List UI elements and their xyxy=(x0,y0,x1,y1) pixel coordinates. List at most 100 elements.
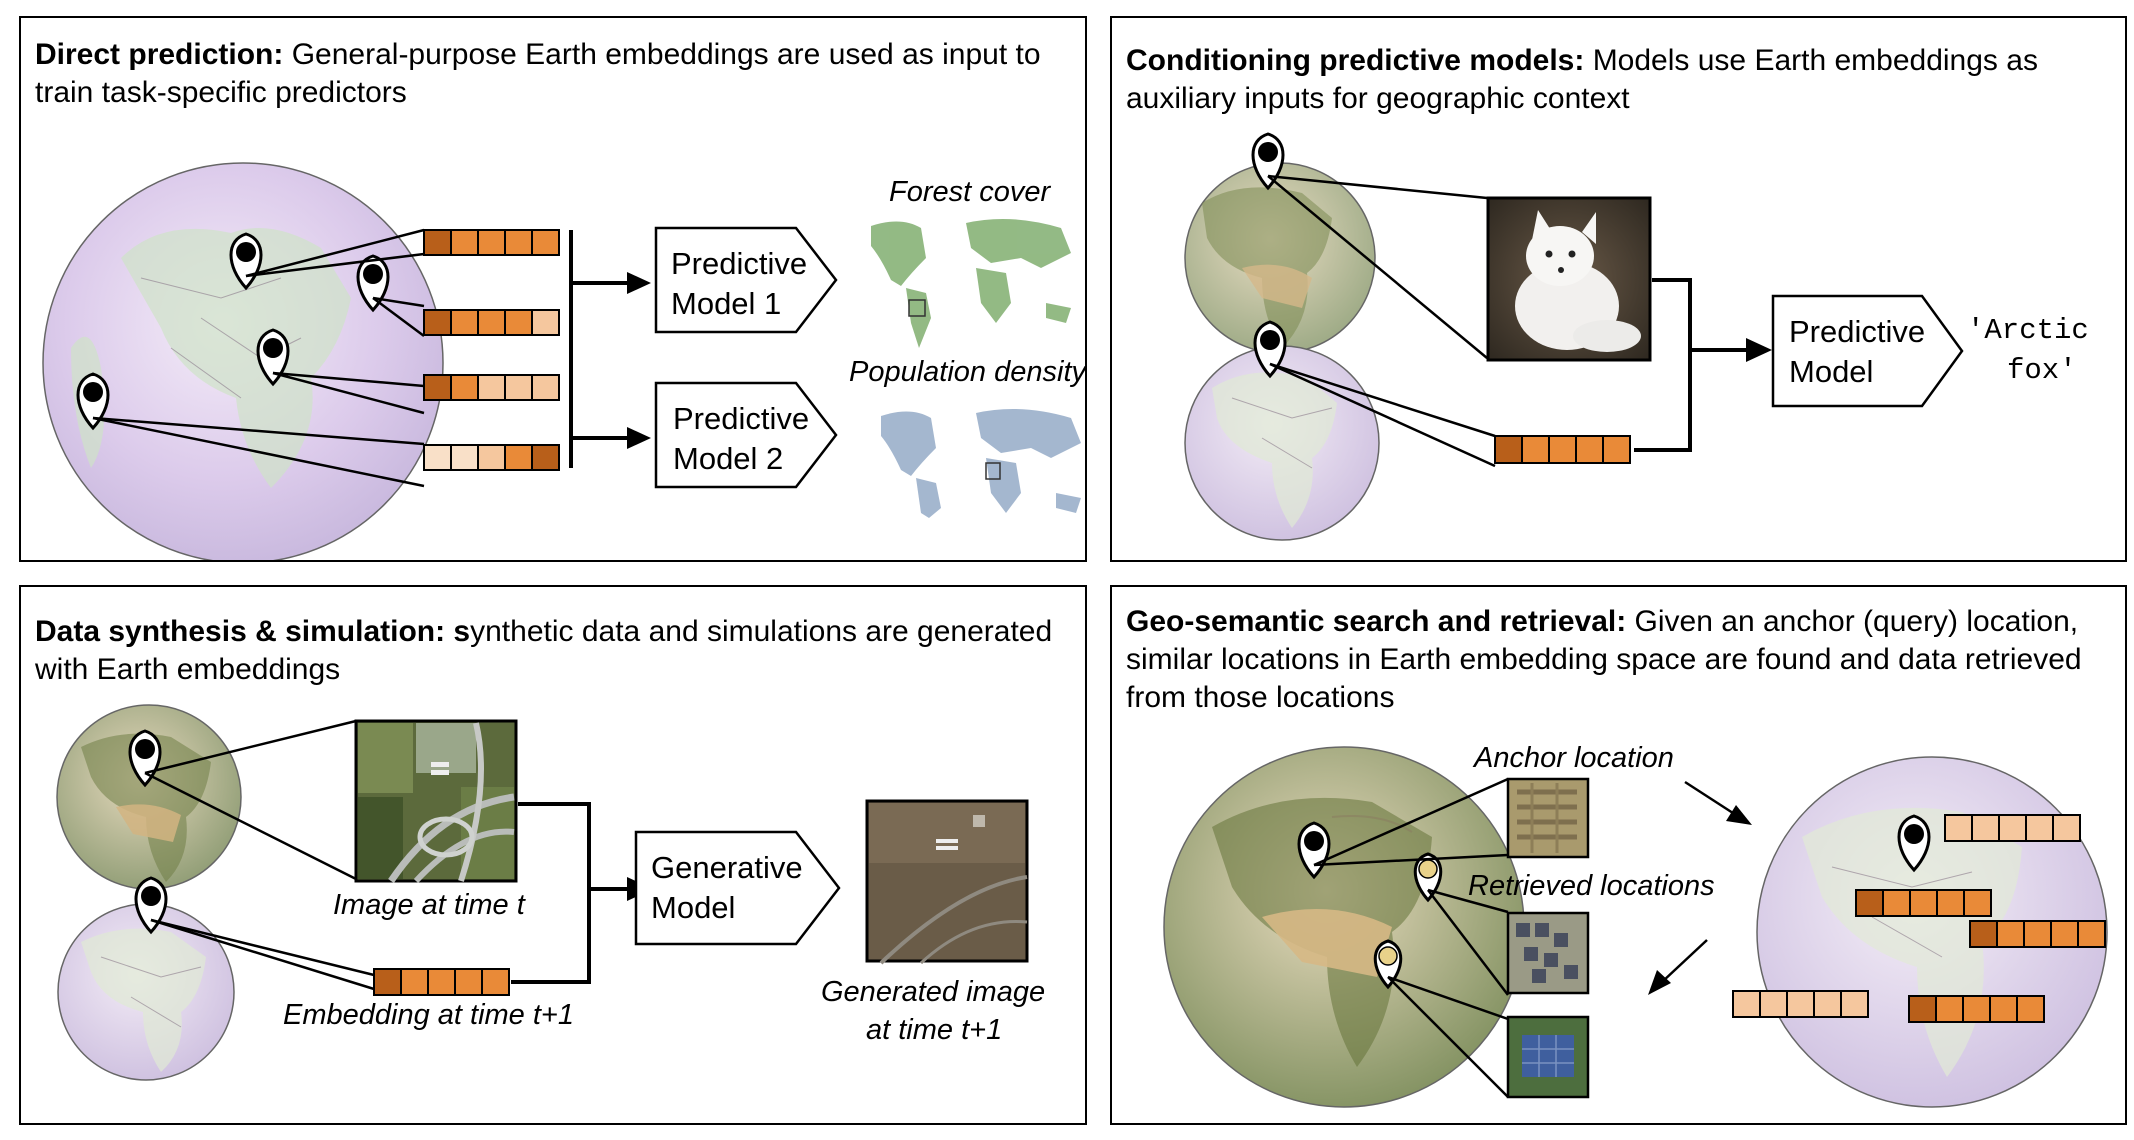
panel-direct-art: Predictive Model 1 Predictive Model 2 Fo… xyxy=(42,162,1087,560)
panel-search-description: Given an anchor (query) location, simila… xyxy=(1126,605,2082,714)
embedding-cell xyxy=(1944,814,1973,842)
panel-synthesis-description: ynthetic data and simulations are genera… xyxy=(35,615,1053,686)
location-pin-icon xyxy=(356,254,390,313)
embedding-cell xyxy=(1855,889,1884,917)
embedding-cell xyxy=(504,444,533,471)
globe-icon xyxy=(1184,345,1380,541)
svg-text:Model 2: Model 2 xyxy=(673,441,783,476)
embedding-cell xyxy=(2023,920,2052,948)
population-density-label: Population density xyxy=(849,356,1087,388)
embedding-vector xyxy=(1732,990,1869,1018)
embedding-cell xyxy=(504,229,533,256)
embedding-cell xyxy=(1962,995,1991,1023)
embedding-cell xyxy=(477,374,506,401)
location-pin-icon xyxy=(134,876,168,935)
panel-direct-title: Direct prediction: xyxy=(35,38,284,71)
embedding-cell xyxy=(1732,990,1761,1018)
anchor-location-label: Anchor location xyxy=(1472,742,1674,774)
retrieved-location-pin-icon xyxy=(1373,939,1403,990)
embedding-cell xyxy=(531,374,560,401)
embedding-cell xyxy=(450,374,479,401)
globe-icon xyxy=(42,162,444,560)
embedding-vector xyxy=(1908,995,2045,1023)
panel-conditioning-art: Predictive Model 'Arctic fox' xyxy=(1184,132,2089,541)
embedding-cell xyxy=(423,444,452,471)
embedding-cell xyxy=(477,444,506,471)
svg-text:Model 1: Model 1 xyxy=(671,286,781,321)
svg-text:Predictive: Predictive xyxy=(673,401,809,436)
embedding-cell xyxy=(504,309,533,336)
embedding-cell xyxy=(1575,435,1604,464)
embedding-vector xyxy=(1855,889,1992,917)
svg-text:Model: Model xyxy=(1789,354,1873,389)
embedding-cell xyxy=(2025,814,2054,842)
panel-synthesis-title: Data synthesis & simulation: s xyxy=(35,615,471,648)
location-pin-icon xyxy=(1253,320,1287,379)
embedding-cell xyxy=(531,444,560,471)
panel-search-title: Geo-semantic search and retrieval: xyxy=(1126,605,1627,638)
embedding-vector xyxy=(423,309,560,336)
embedding-cell xyxy=(1969,920,1998,948)
embedding-vector xyxy=(1494,435,1631,464)
svg-text:Generative: Generative xyxy=(651,850,803,885)
embedding-vector xyxy=(423,374,560,401)
panel-data-synthesis: Data synthesis & simulation: synthetic d… xyxy=(19,585,1087,1125)
predictive-model-1-box: Predictive Model 1 xyxy=(654,226,838,334)
generated-image-label-line1: Generated image xyxy=(821,976,1045,1008)
generative-model-box: Generative Model xyxy=(634,830,841,946)
embedding-cell xyxy=(450,229,479,256)
embedding-cell xyxy=(1963,889,1992,917)
embedding-vector xyxy=(423,444,560,471)
arctic-fox-photo xyxy=(1486,196,1652,362)
embedding-cell xyxy=(1989,995,2018,1023)
panel-conditioning-caption: Conditioning predictive models: Models u… xyxy=(1126,42,2111,118)
retrieved-location-thumbnail xyxy=(1506,911,1590,995)
panel-conditioning-title: Conditioning predictive models: xyxy=(1126,44,1585,77)
embedding-vectors xyxy=(423,229,560,471)
embedding-cell xyxy=(450,444,479,471)
generated-image xyxy=(865,799,1029,965)
forest-cover-map xyxy=(871,219,1071,348)
globe-icon xyxy=(56,704,242,890)
embedding-cell xyxy=(1996,920,2025,948)
anchor-location-pin-icon xyxy=(1897,814,1931,873)
retrieved-location-pin-icon xyxy=(1413,852,1443,903)
embedding-cell xyxy=(1813,990,1842,1018)
embedding-cell xyxy=(1998,814,2027,842)
panel-geo-search: Geo-semantic search and retrieval: Given… xyxy=(1110,585,2127,1125)
embedding-cell xyxy=(1759,990,1788,1018)
panel-synthesis-caption: Data synthesis & simulation: synthetic d… xyxy=(35,613,1071,689)
embedding-vectors xyxy=(1494,435,1631,464)
retrieved-locations-label: Retrieved locations xyxy=(1468,870,1715,902)
generated-image-label-line2: at time t+1 xyxy=(866,1014,1002,1046)
forest-cover-label: Forest cover xyxy=(889,176,1051,208)
embedding-cell xyxy=(423,309,452,336)
embedding-cell xyxy=(454,968,483,996)
embedding-vector xyxy=(373,968,510,996)
embedding-cell xyxy=(423,229,452,256)
embedding-cell xyxy=(427,968,456,996)
embedding-cell xyxy=(1548,435,1577,464)
prediction-output-line2: fox' xyxy=(2007,354,2077,387)
panel-direct-description: General-purpose Earth embeddings are use… xyxy=(35,38,1041,109)
prediction-output-line1: 'Arctic xyxy=(1967,314,2089,347)
embedding-cell xyxy=(1935,995,1964,1023)
embedding-cell xyxy=(504,374,533,401)
embedding-cell xyxy=(423,374,452,401)
embedding-cell xyxy=(2050,920,2079,948)
panel-conditioning-description: Models use Earth embeddings as auxiliary… xyxy=(1126,44,2038,115)
svg-text:Predictive: Predictive xyxy=(671,246,807,281)
embedding-cell xyxy=(2052,814,2081,842)
panel-direct-prediction: Direct prediction: General-purpose Earth… xyxy=(19,16,1087,562)
embedding-cell xyxy=(1882,889,1911,917)
embedding-cell xyxy=(477,229,506,256)
retrieved-location-thumbnail xyxy=(1506,1015,1590,1099)
location-pin-icon xyxy=(1251,132,1285,191)
image-time-t-label: Image at time t xyxy=(333,889,527,921)
panel-search-art: Anchor location Retrieved locations xyxy=(1163,742,2108,1108)
embedding-vector xyxy=(1969,920,2106,948)
satellite-image-time-t xyxy=(354,719,518,884)
svg-text:Model: Model xyxy=(651,890,735,925)
panel-conditioning: Conditioning predictive models: Models u… xyxy=(1110,16,2127,562)
embedding-cell xyxy=(1602,435,1631,464)
